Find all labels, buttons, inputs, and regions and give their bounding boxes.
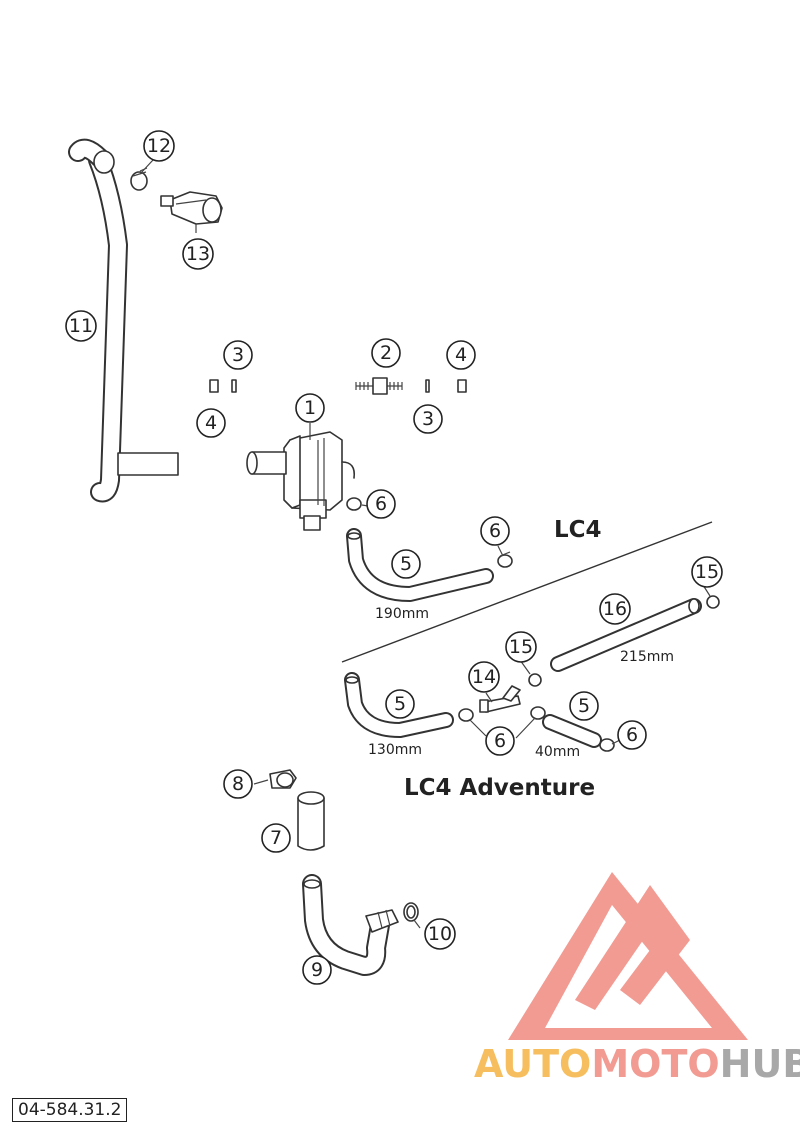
svg-text:3: 3 [422,408,434,430]
callout-15-upper: 15 [691,556,723,588]
part-6-clamp-adv-mid [530,706,546,720]
svg-text:2: 2 [380,342,392,364]
leader-lines [139,159,711,929]
callout-3-right: 3 [413,404,443,434]
watermark-text: AUTOMOTOHUB [474,1042,800,1086]
part-12-clamp [130,167,148,191]
part-14-t-piece [479,685,521,713]
part-2-stud [355,377,403,395]
svg-text:5: 5 [578,695,590,717]
callout-1: 1 [295,393,325,423]
svg-text:14: 14 [472,666,496,688]
callout-15-lower: 15 [505,631,537,663]
svg-text:6: 6 [494,730,506,752]
watermark-triangle-icon [508,872,748,1040]
svg-text:13: 13 [186,243,210,265]
callout-11: 11 [65,310,97,342]
part-6-clamp-adv-left [458,708,474,722]
part-9-elbow-tube [302,874,399,976]
callout-14: 14 [468,661,500,693]
callout-16: 16 [599,593,631,625]
part-spacers-right [425,379,467,393]
callout-8: 8 [223,769,253,799]
callout-3-left: 3 [223,340,253,370]
dimension-40: 40mm [535,744,580,760]
part-6-clamp-lc4 [497,551,513,568]
callout-6-adv-mid: 6 [485,726,515,756]
callout-4-left: 4 [196,408,226,438]
callout-10: 10 [424,918,456,950]
svg-text:8: 8 [232,773,244,795]
part-5-hose-130 [344,672,454,738]
svg-text:4: 4 [455,344,467,366]
svg-text:10: 10 [428,923,452,945]
svg-text:5: 5 [400,553,412,575]
dimension-190: 190mm [375,606,429,622]
part-15-clamp-upper [706,595,720,609]
callout-5-adv-right: 5 [569,691,599,721]
part-5-hose-190 [346,528,494,602]
svg-text:4: 4 [205,412,217,434]
section-divider-line [341,521,713,663]
section-title-lc4: LC4 [554,517,602,543]
part-spacers-left [209,379,237,393]
callout-7: 7 [261,823,291,853]
part-6-clamp-valve [346,497,362,511]
watermark-moto: MOTO [591,1042,719,1086]
svg-text:16: 16 [603,598,627,620]
callout-2: 2 [371,338,401,368]
svg-text:5: 5 [394,693,406,715]
callout-13: 13 [182,238,214,270]
document-code: 04-584.31.2 [12,1098,128,1122]
part-15-clamp-lower [528,673,542,687]
svg-text:15: 15 [509,636,533,658]
part-8-clamp [269,769,297,789]
part-6-clamp-adv-right [599,738,615,752]
callout-6-lc4: 6 [480,516,510,546]
svg-text:6: 6 [626,724,638,746]
dimension-215: 215mm [620,649,674,665]
callout-6-adv-right: 6 [617,720,647,750]
svg-text:7: 7 [270,827,282,849]
part-10-o-ring [403,902,419,922]
callout-9: 9 [302,955,332,985]
watermark-inner-mark-icon [575,885,690,1010]
callout-5-adv-left: 5 [385,689,415,719]
dimension-130: 130mm [368,742,422,758]
svg-text:15: 15 [695,561,719,583]
part-11-long-hose [68,138,179,503]
svg-text:11: 11 [69,315,93,337]
callout-12: 12 [143,130,175,162]
watermark-logo: AUTOMOTOHUB [474,872,800,1086]
svg-text:3: 3 [232,344,244,366]
part-7-sleeve [297,791,325,851]
part-13-elbow-fitting [160,191,223,225]
svg-text:6: 6 [489,520,501,542]
callout-5-lc4: 5 [391,549,421,579]
svg-text:12: 12 [147,135,171,157]
callout-4-right: 4 [446,340,476,370]
callout-6-valve: 6 [366,489,396,519]
section-title-lc4-adventure: LC4 Adventure [404,775,595,801]
part-1-valve [246,431,356,531]
part-5-hose-40 [542,714,602,748]
watermark-hub: HUB [720,1042,800,1086]
svg-text:1: 1 [304,397,316,419]
watermark-auto: AUTO [474,1042,591,1086]
svg-text:6: 6 [375,493,387,515]
svg-text:9: 9 [311,959,323,981]
part-16-hose-215 [550,598,702,672]
